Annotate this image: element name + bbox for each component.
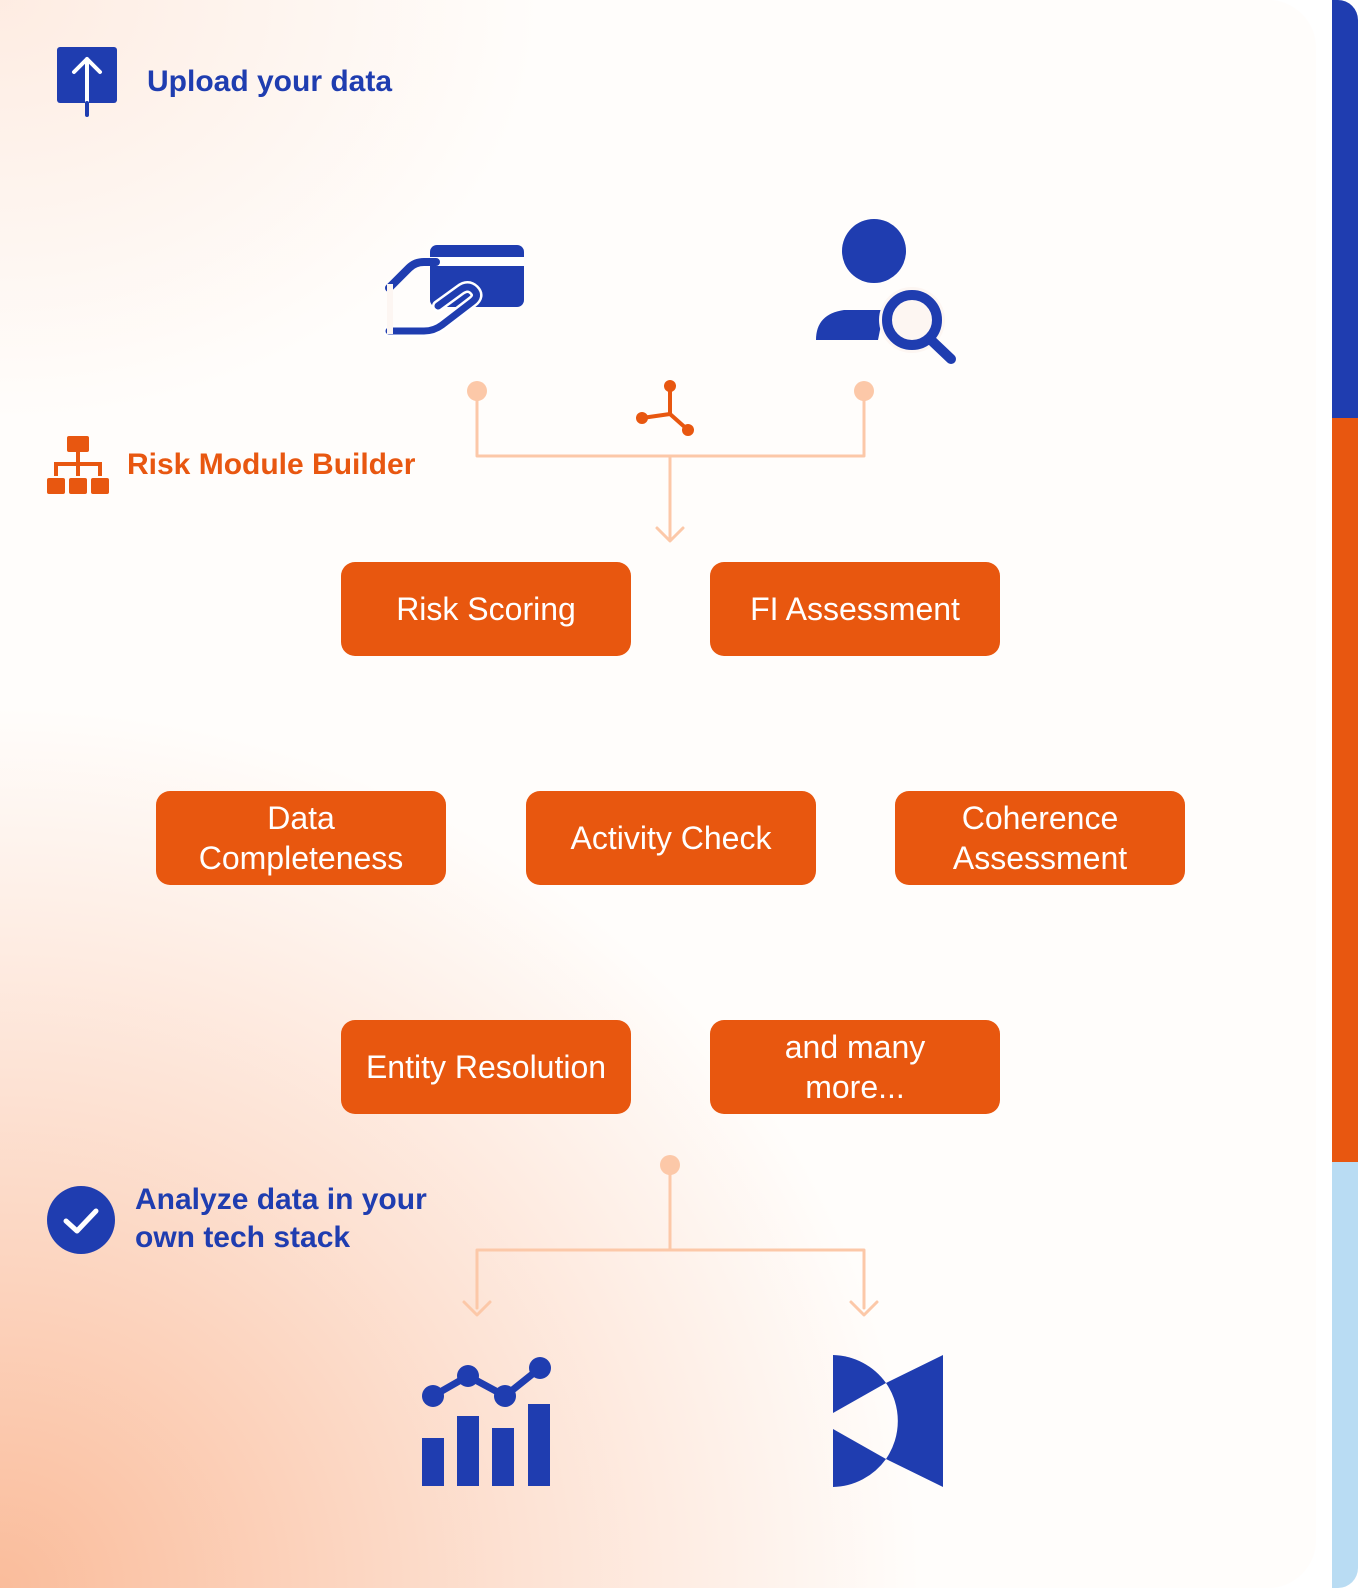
builder-arrow-head (655, 526, 685, 543)
module-fi-assessment[interactable]: FI Assessment (710, 562, 1000, 656)
analyze-heading: Analyze data in your own tech stack (135, 1183, 427, 1254)
module-more[interactable]: and many more... (710, 1020, 1000, 1114)
connector-dot (854, 381, 874, 401)
output-arrow-left (462, 1300, 492, 1317)
upload-icon (57, 47, 117, 117)
builder-heading: Risk Module Builder (127, 448, 416, 481)
progress-rail-analyze (1332, 1162, 1358, 1588)
module-activity-check[interactable]: Activity Check (526, 791, 816, 885)
module-coherence-assessment[interactable]: Coherence Assessment (895, 791, 1185, 885)
connector-dot (467, 381, 487, 401)
progress-rail-upload (1332, 0, 1358, 418)
analytics-chart-icon (422, 1357, 551, 1486)
module-data-completeness[interactable]: Data Completeness (156, 791, 446, 885)
check-circle-icon (47, 1186, 115, 1254)
user-search-icon (816, 219, 956, 364)
connector-dot (660, 1155, 680, 1175)
output-arrow-right (849, 1300, 879, 1317)
sitemap-icon (47, 436, 109, 494)
module-risk-scoring[interactable]: Risk Scoring (341, 562, 631, 656)
card-payment-icon (384, 245, 524, 337)
workflow-card: Upload your data Risk Module Builder Ris… (0, 0, 1316, 1588)
output-branch (475, 1248, 866, 1310)
module-entity-resolution[interactable]: Entity Resolution (341, 1020, 631, 1114)
network-nodes-icon (636, 380, 694, 436)
connector-lines (462, 381, 879, 1317)
bi-tool-logo-icon (833, 1355, 943, 1487)
upload-heading: Upload your data (147, 65, 393, 98)
progress-rail-builder (1332, 418, 1358, 1162)
